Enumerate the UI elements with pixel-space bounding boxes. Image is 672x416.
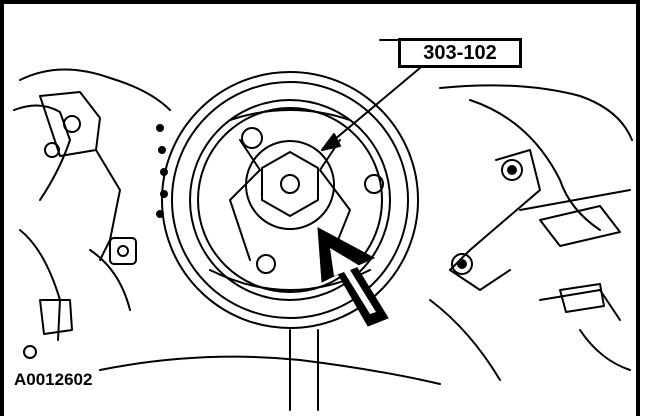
- tool-callout-label: 303-102: [398, 38, 522, 68]
- left-bracket: [23, 91, 168, 359]
- callout-leader: [321, 67, 421, 151]
- frame-right-border: [636, 0, 640, 416]
- engine-housing: [13, 39, 633, 411]
- crankshaft-pulley: [161, 71, 419, 329]
- engine-line-drawing: [13, 39, 633, 411]
- frame-left-border: [0, 0, 4, 416]
- frame-top-border: [0, 0, 640, 4]
- direction-arrow-icon: [317, 227, 389, 327]
- center-bolt: [245, 140, 335, 230]
- right-bracket: [449, 149, 605, 313]
- figure-id: A0012602: [12, 370, 95, 390]
